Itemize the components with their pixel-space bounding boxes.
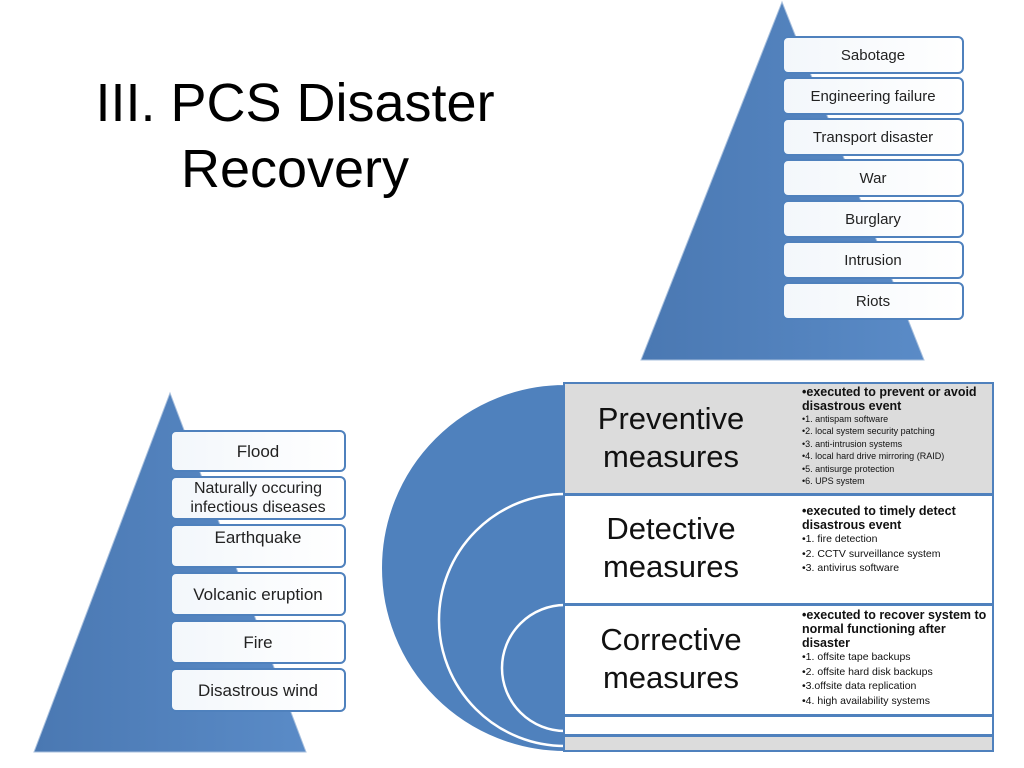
corrective-item: •3.offsite data replication [802,680,917,692]
left-pyramid-item: Naturally occuring infectious diseases [170,476,346,520]
detective-item: •3. antivirus software [802,562,900,574]
title-line-2: Recovery [180,139,410,199]
corrective-title: Corrective measures [566,621,776,697]
detective-item: •2. CCTV surveillance system [802,547,941,560]
top-pyramid-item: Burglary [782,200,964,238]
preventive-item: •5. antisurge protection [802,463,895,474]
preventive-title-line2: measures [602,439,740,474]
corrective-item: •2. offsite hard disk backups [802,665,933,678]
top-pyramid-item: Transport disaster [782,118,964,156]
row-preventive-bg [565,384,992,493]
left-pyramid-item: Volcanic eruption [170,572,346,616]
preventive-heading: •executed to prevent or avoid disastrous… [802,385,977,413]
preventive-item: •3. anti-intrusion systems [802,438,903,449]
detective-title-line1: Detective [606,511,736,546]
preventive-title-line1: Preventive [597,401,745,436]
detective-title: Detective measures [566,510,776,586]
top-pyramid-item: Sabotage [782,36,964,74]
corrective-description: •executed to recover system to normal fu… [802,608,992,708]
inner-semicircle [500,603,566,733]
detective-heading: •executed to timely detect disastrous ev… [802,504,956,532]
top-pyramid-item: Riots [782,282,964,320]
preventive-item: •4. local hard drive mirroring (RAID) [802,451,945,462]
left-pyramid-item: Earthquake [170,524,346,568]
corrective-heading: •executed to recover system to normal fu… [802,608,987,650]
preventive-description: •executed to prevent or avoid disastrous… [802,385,992,487]
corrective-title-line2: measures [602,660,740,695]
row-empty-2-bg [565,737,992,750]
top-pyramid-item: War [782,159,964,197]
row-detective-bg [565,496,992,603]
outer-semicircle [380,382,566,754]
preventive-item: •1. antispam software [802,414,889,424]
top-pyramid-item: Engineering failure [782,77,964,115]
left-pyramid-item: Disastrous wind [170,668,346,712]
corrective-title-line1: Corrective [600,622,742,657]
left-pyramid-item: Fire [170,620,346,664]
detective-description: •executed to timely detect disastrous ev… [802,504,992,576]
left-pyramid-item: Flood [170,430,346,472]
detective-title-line2: measures [602,549,740,584]
slide-title: III. PCS Disaster Recovery [60,70,530,202]
middle-semicircle [437,492,566,748]
preventive-title: Preventive measures [566,400,776,476]
row-corrective-bg [565,606,992,714]
detective-item: •1. fire detection [802,533,878,545]
corrective-item: •4. high availability systems [802,694,930,707]
row-empty-1-bg [565,717,992,734]
preventive-item: •6. UPS system [802,476,865,487]
preventive-item: •2. local system security patching [802,426,935,437]
corrective-item: •1. offsite tape backups [802,651,911,663]
top-pyramid-item: Intrusion [782,241,964,279]
title-line-1: III. PCS Disaster [95,73,495,133]
